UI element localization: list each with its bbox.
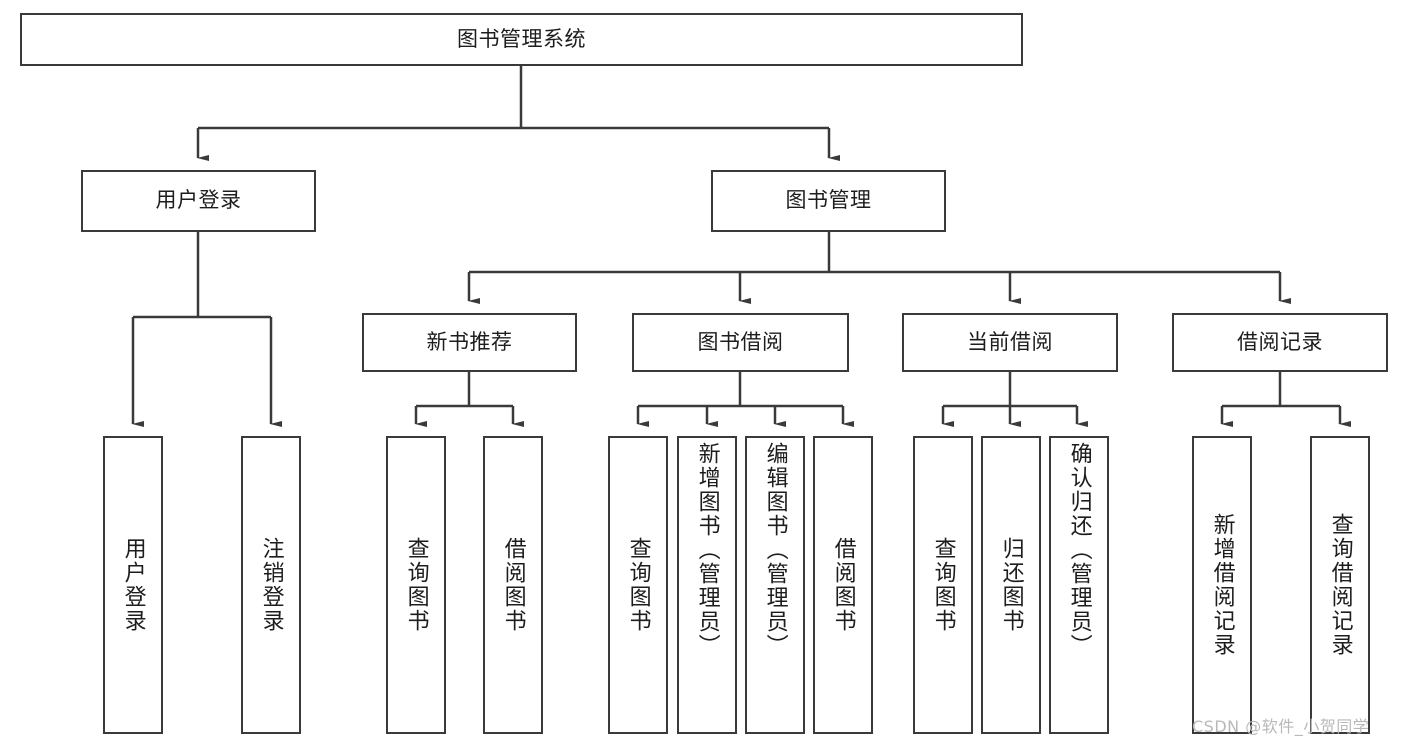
leaf-current-borrow-return-books[interactable]: 归还图书 xyxy=(981,436,1041,734)
node-label: 注销登录 xyxy=(258,537,284,633)
leaf-current-borrow-confirm-return-admin[interactable]: 确认归还（管理员） xyxy=(1049,436,1109,734)
node-label: 编辑图书（管理员） xyxy=(762,442,788,658)
node-borrow-records[interactable]: 借阅记录 xyxy=(1172,313,1388,372)
node-current-borrow[interactable]: 当前借阅 xyxy=(902,313,1118,372)
node-label: 借阅图书 xyxy=(830,537,856,633)
node-label: 新增图书（管理员） xyxy=(694,442,720,658)
leaf-user-login-logout[interactable]: 注销登录 xyxy=(241,436,301,734)
node-root-book-management-system[interactable]: 图书管理系统 xyxy=(20,13,1023,66)
node-label: 图书管理 xyxy=(785,188,872,213)
leaf-book-borrow-add-book-admin[interactable]: 新增图书（管理员） xyxy=(677,436,737,734)
leaf-borrow-records-add-record[interactable]: 新增借阅记录 xyxy=(1192,436,1252,734)
leaf-book-borrow-borrow-books[interactable]: 借阅图书 xyxy=(813,436,873,734)
node-book-management[interactable]: 图书管理 xyxy=(711,170,946,232)
node-label: 查询图书 xyxy=(403,537,429,633)
node-label: 新增借阅记录 xyxy=(1209,513,1235,657)
node-label: 查询图书 xyxy=(930,537,956,633)
node-label: 确认归还（管理员） xyxy=(1066,442,1092,658)
leaf-book-borrow-edit-book-admin[interactable]: 编辑图书（管理员） xyxy=(745,436,805,734)
watermark-text: CSDN @软件_小贺同学 xyxy=(1192,717,1370,736)
node-user-login[interactable]: 用户登录 xyxy=(81,170,316,232)
node-label: 借阅记录 xyxy=(1237,329,1323,354)
node-label: 查询借阅记录 xyxy=(1327,513,1353,657)
leaf-user-login-login[interactable]: 用户登录 xyxy=(103,436,163,734)
leaf-current-borrow-query-books[interactable]: 查询图书 xyxy=(913,436,973,734)
node-label: 借阅图书 xyxy=(500,537,526,633)
node-label: 用户登录 xyxy=(120,537,146,633)
node-book-borrow[interactable]: 图书借阅 xyxy=(632,313,849,372)
node-label: 用户登录 xyxy=(155,188,242,213)
node-label: 归还图书 xyxy=(998,537,1024,633)
node-new-book-recommend[interactable]: 新书推荐 xyxy=(362,313,577,372)
node-label: 图书管理系统 xyxy=(457,26,586,51)
node-label: 新书推荐 xyxy=(426,329,513,354)
leaf-new-book-query-books[interactable]: 查询图书 xyxy=(386,436,446,734)
leaf-new-book-borrow-books[interactable]: 借阅图书 xyxy=(483,436,543,734)
node-label: 查询图书 xyxy=(625,537,651,633)
leaf-book-borrow-query-books[interactable]: 查询图书 xyxy=(608,436,668,734)
leaf-borrow-records-query-record[interactable]: 查询借阅记录 xyxy=(1310,436,1370,734)
node-label: 当前借阅 xyxy=(967,329,1053,354)
node-label: 图书借阅 xyxy=(697,329,784,354)
